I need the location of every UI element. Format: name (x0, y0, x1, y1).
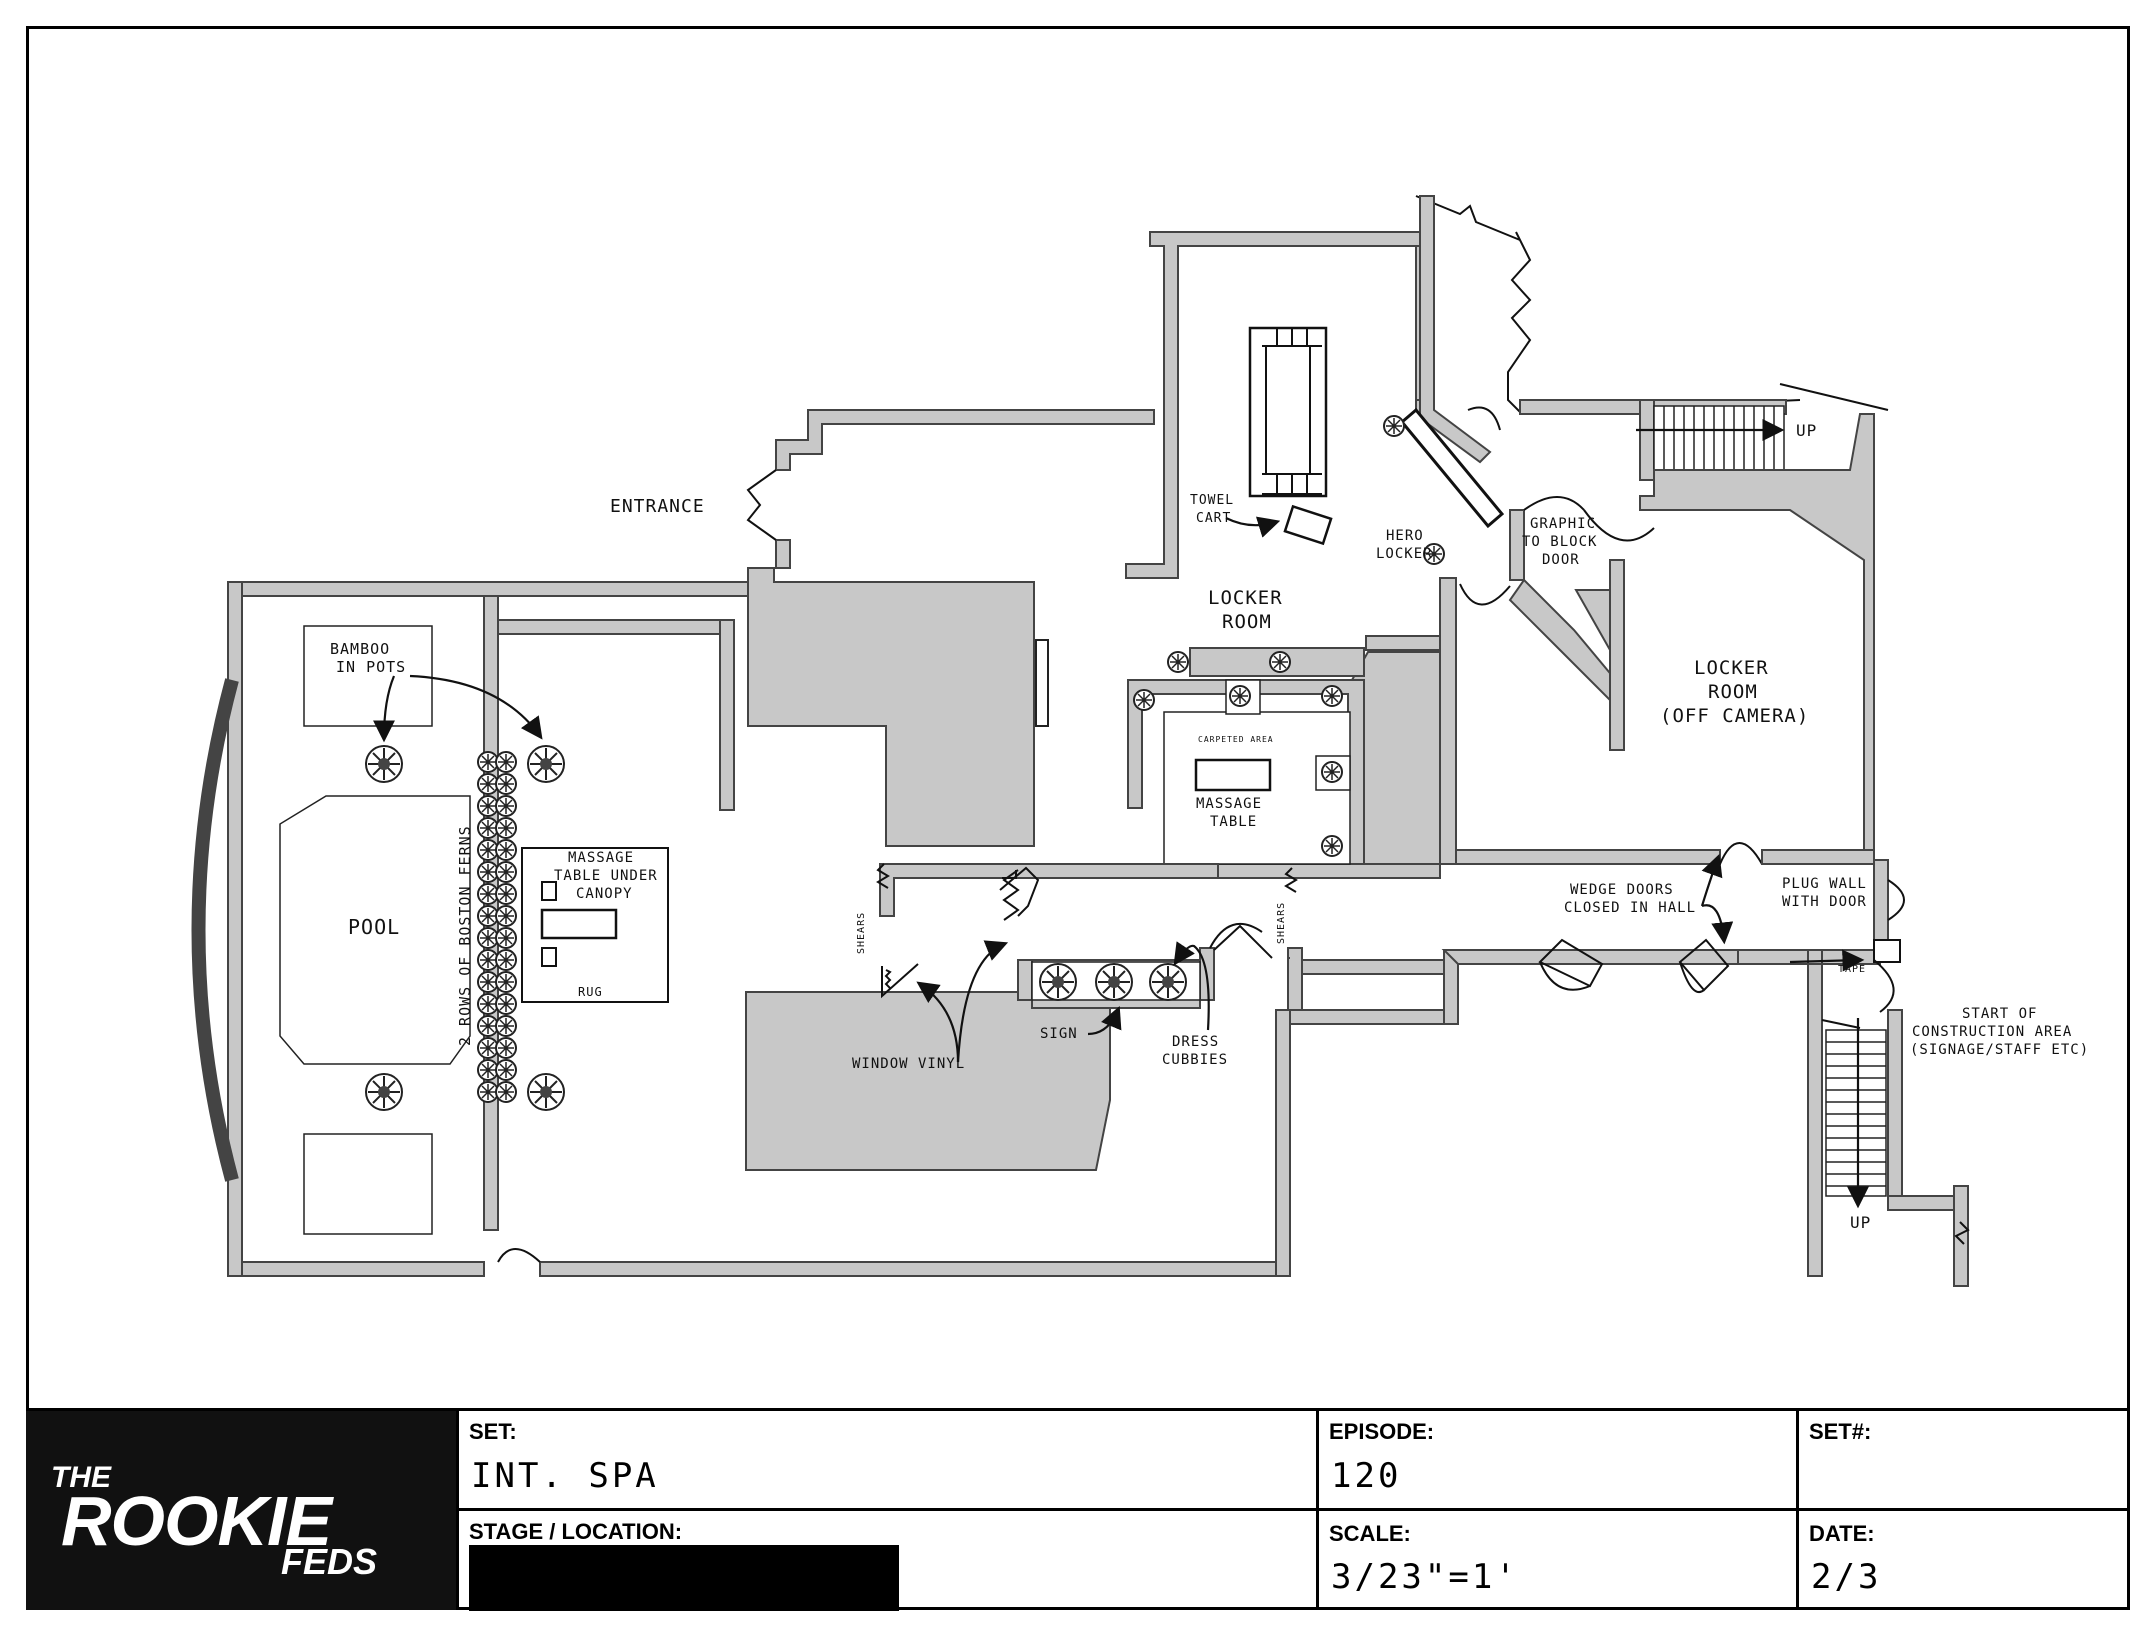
fern-icon (495, 751, 517, 773)
fern-icon (495, 839, 517, 861)
label-entrance: ENTRANCE (610, 496, 705, 517)
svg-text:GRAPHIC: GRAPHIC (1530, 516, 1596, 532)
fern-icon (495, 949, 517, 971)
fern-icon (495, 1015, 517, 1037)
fern-icon (495, 971, 517, 993)
fern-icon (495, 927, 517, 949)
date-value: 2/3 (1811, 1556, 1882, 1597)
carpeted-area (1127, 647, 1441, 879)
svg-text:MASSAGE: MASSAGE (568, 850, 634, 866)
label-ferns: 2 ROWS OF BOSTON FERNS (456, 825, 474, 1046)
svg-text:TABLE: TABLE (1210, 814, 1257, 830)
fern-icon (495, 993, 517, 1015)
locker-bench (1225, 326, 1333, 546)
fern-icon (495, 795, 517, 817)
svg-text:ROOM: ROOM (1708, 681, 1758, 703)
episode-value: 120 (1331, 1456, 1402, 1496)
set-value: INT. SPA (471, 1456, 659, 1496)
label-pool: POOL (348, 915, 400, 939)
fern-icon (495, 861, 517, 883)
set-cell: SET: INT. SPA (456, 1411, 1316, 1508)
fern-icon (495, 905, 517, 927)
svg-text:LOCKER: LOCKER (1694, 657, 1769, 679)
svg-text:TO BLOCK: TO BLOCK (1522, 534, 1597, 550)
svg-text:SHEARS: SHEARS (1276, 902, 1287, 944)
scale-cell: SCALE: 3/23"=1' (1316, 1510, 1796, 1610)
plan-text: ENTRANCE BAMBOO IN POTS POOL 2 ROWS OF B… (330, 421, 2089, 1232)
stair-bottom (1807, 959, 1970, 1287)
svg-text:CONSTRUCTION AREA: CONSTRUCTION AREA (1912, 1024, 2072, 1040)
entrance-walls (746, 195, 1889, 579)
stage-cell: STAGE / LOCATION: (456, 1510, 1316, 1611)
svg-text:LOCKER: LOCKER (1208, 587, 1283, 609)
fern-icon (495, 1037, 517, 1059)
svg-text:DOOR: DOOR (1542, 552, 1580, 568)
svg-text:CANOPY: CANOPY (576, 886, 633, 902)
svg-text:(SIGNAGE/STAFF ETC): (SIGNAGE/STAFF ETC) (1910, 1042, 2089, 1058)
show-logo: THE ROOKIE FEDS (26, 1411, 456, 1610)
redacted-location (469, 1544, 899, 1611)
svg-text:BAMBOO: BAMBOO (330, 640, 390, 658)
svg-text:PLUG WALL: PLUG WALL (1782, 876, 1867, 892)
svg-text:TABLE UNDER: TABLE UNDER (554, 868, 658, 884)
svg-text:TOWEL: TOWEL (1190, 493, 1234, 508)
svg-text:CARPETED AREA: CARPETED AREA (1198, 735, 1274, 744)
svg-text:RUG: RUG (578, 985, 603, 999)
scale-value: 3/23"=1' (1331, 1556, 1519, 1597)
callout-arrows (373, 674, 1865, 1063)
svg-text:CLOSED IN HALL: CLOSED IN HALL (1564, 900, 1696, 916)
svg-text:MASSAGE: MASSAGE (1196, 796, 1262, 812)
svg-text:TAPE: TAPE (1838, 964, 1866, 975)
svg-text:HERO: HERO (1386, 528, 1424, 544)
svg-text:WITH DOOR: WITH DOOR (1782, 894, 1867, 910)
label-sign: SIGN (1040, 1026, 1078, 1042)
svg-text:(OFF CAMERA): (OFF CAMERA) (1660, 705, 1809, 727)
stair-top (1636, 399, 1875, 861)
setnum-cell: SET#: (1796, 1411, 2130, 1508)
svg-text:ROOM: ROOM (1222, 611, 1272, 633)
svg-text:START OF: START OF (1962, 1006, 2037, 1022)
svg-text:IN POTS: IN POTS (336, 658, 406, 676)
label-up-bottom: UP (1850, 1213, 1871, 1232)
svg-text:WEDGE DOORS: WEDGE DOORS (1570, 882, 1674, 898)
svg-text:CART: CART (1196, 511, 1231, 526)
svg-text:LOCKER: LOCKER (1376, 546, 1433, 562)
episode-cell: EPISODE: 120 (1316, 1411, 1796, 1508)
dress-cubbies (1031, 961, 1201, 1001)
hall-corridor (876, 859, 1905, 1025)
label-window-vinyl: WINDOW VINYL (852, 1056, 965, 1072)
svg-text:SHEARS: SHEARS (856, 912, 867, 954)
svg-text:DRESS: DRESS (1172, 1034, 1219, 1050)
fern-icon (495, 1059, 517, 1081)
fern-icon (495, 817, 517, 839)
fern-icon (495, 1081, 517, 1103)
fern-icon (495, 773, 517, 795)
svg-text:CUBBIES: CUBBIES (1162, 1052, 1228, 1068)
title-block: THE ROOKIE FEDS SET: INT. SPA EPISODE: 1… (26, 1408, 2130, 1611)
label-up-top: UP (1796, 421, 1817, 440)
fern-icon (495, 883, 517, 905)
drawing-sheet (26, 26, 2130, 1610)
date-cell: DATE: 2/3 (1796, 1510, 2130, 1610)
pool-area (279, 625, 669, 1235)
hero-locker (1383, 406, 1511, 606)
